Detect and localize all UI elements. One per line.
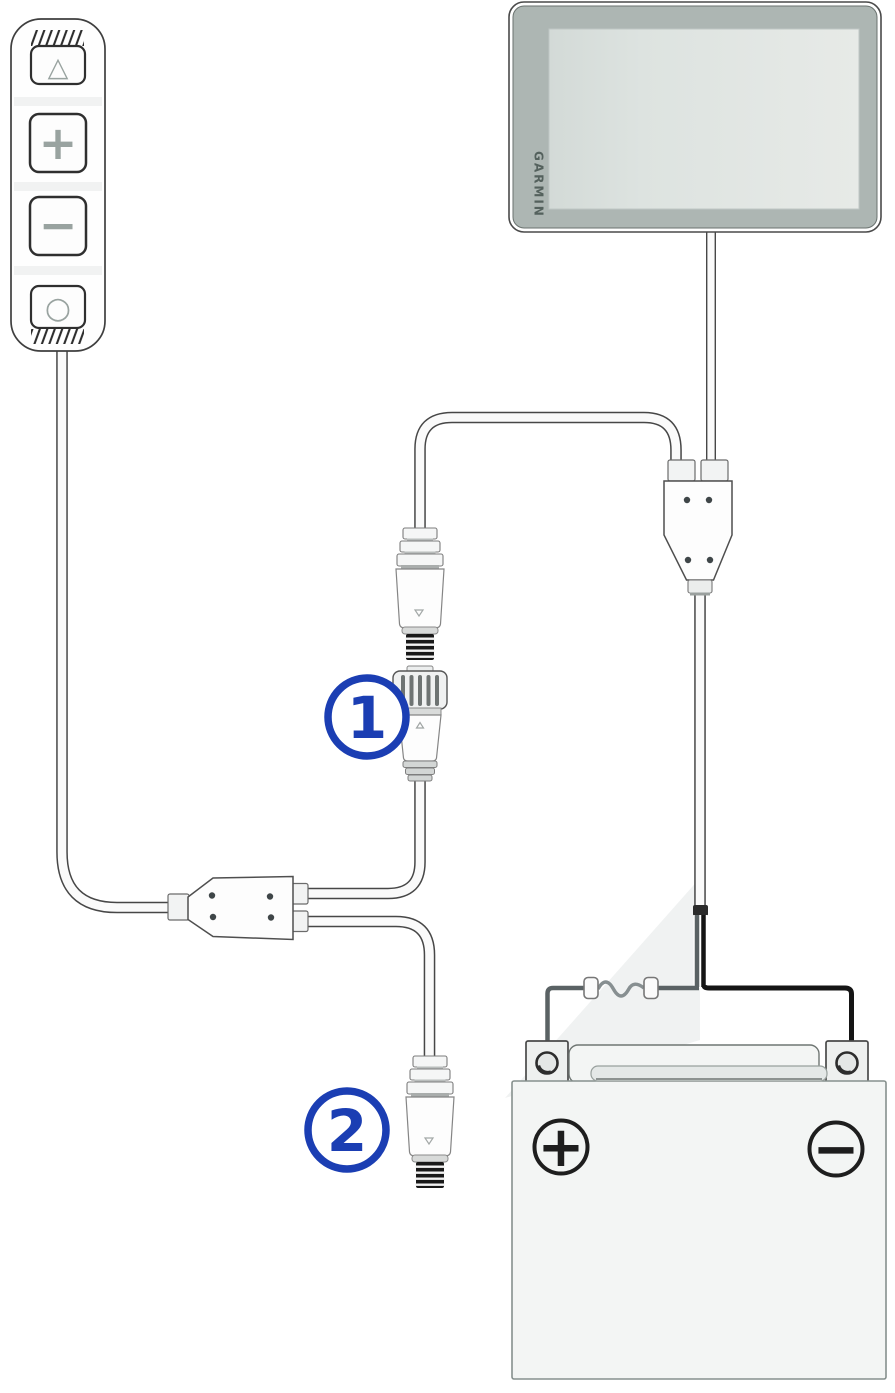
callout-1-circle (324, 674, 410, 760)
grip-texture-top (31, 30, 84, 46)
negative-wire (701, 984, 854, 1042)
splitter-input-collar-right (700, 459, 729, 482)
splitter-body (187, 875, 294, 941)
garmin-display: GARMIN (508, 1, 882, 233)
positive-terminal-icon (532, 1118, 590, 1176)
callout-2: 2 (304, 1087, 390, 1173)
display-screen (548, 28, 860, 210)
positive-terminal-label: + (538, 1115, 585, 1180)
callout-2-circle (304, 1087, 390, 1173)
grip-texture-bottom (31, 329, 84, 344)
battery: + − (511, 1040, 887, 1380)
remote-keypad: △ + − ○ (10, 18, 106, 352)
power-button (29, 284, 87, 330)
splitter-output-nub (687, 579, 713, 594)
fuse-cap-left (583, 976, 599, 1000)
callout-1: 1 (324, 674, 410, 760)
left-y-splitter (167, 875, 309, 941)
right-y-splitter (663, 459, 733, 596)
power-icon: ○ (45, 291, 71, 326)
splitter-input-collar-left (667, 459, 696, 482)
minus-icon: − (39, 198, 78, 252)
up-icon: △ (48, 52, 69, 83)
callout-2-label: 2 (327, 1097, 367, 1165)
power-wires (545, 905, 854, 1042)
plus-button (28, 112, 88, 174)
splitter-body (663, 480, 733, 581)
battery-handle-slot (590, 1065, 828, 1082)
callout-1-label: 1 (347, 684, 387, 752)
negative-terminal-label: − (813, 1117, 860, 1182)
cable-joint (693, 905, 708, 916)
splitter-input-collar (167, 893, 190, 921)
connector-1-female (392, 665, 448, 782)
plus-icon: + (39, 116, 78, 170)
fuse-cap-right (643, 976, 659, 1000)
fuse-wire (596, 980, 645, 998)
brand-label: GARMIN (532, 151, 546, 218)
positive-wire (545, 985, 584, 1042)
minus-button (28, 195, 88, 257)
negative-terminal-icon (807, 1120, 865, 1178)
up-button (29, 44, 87, 86)
